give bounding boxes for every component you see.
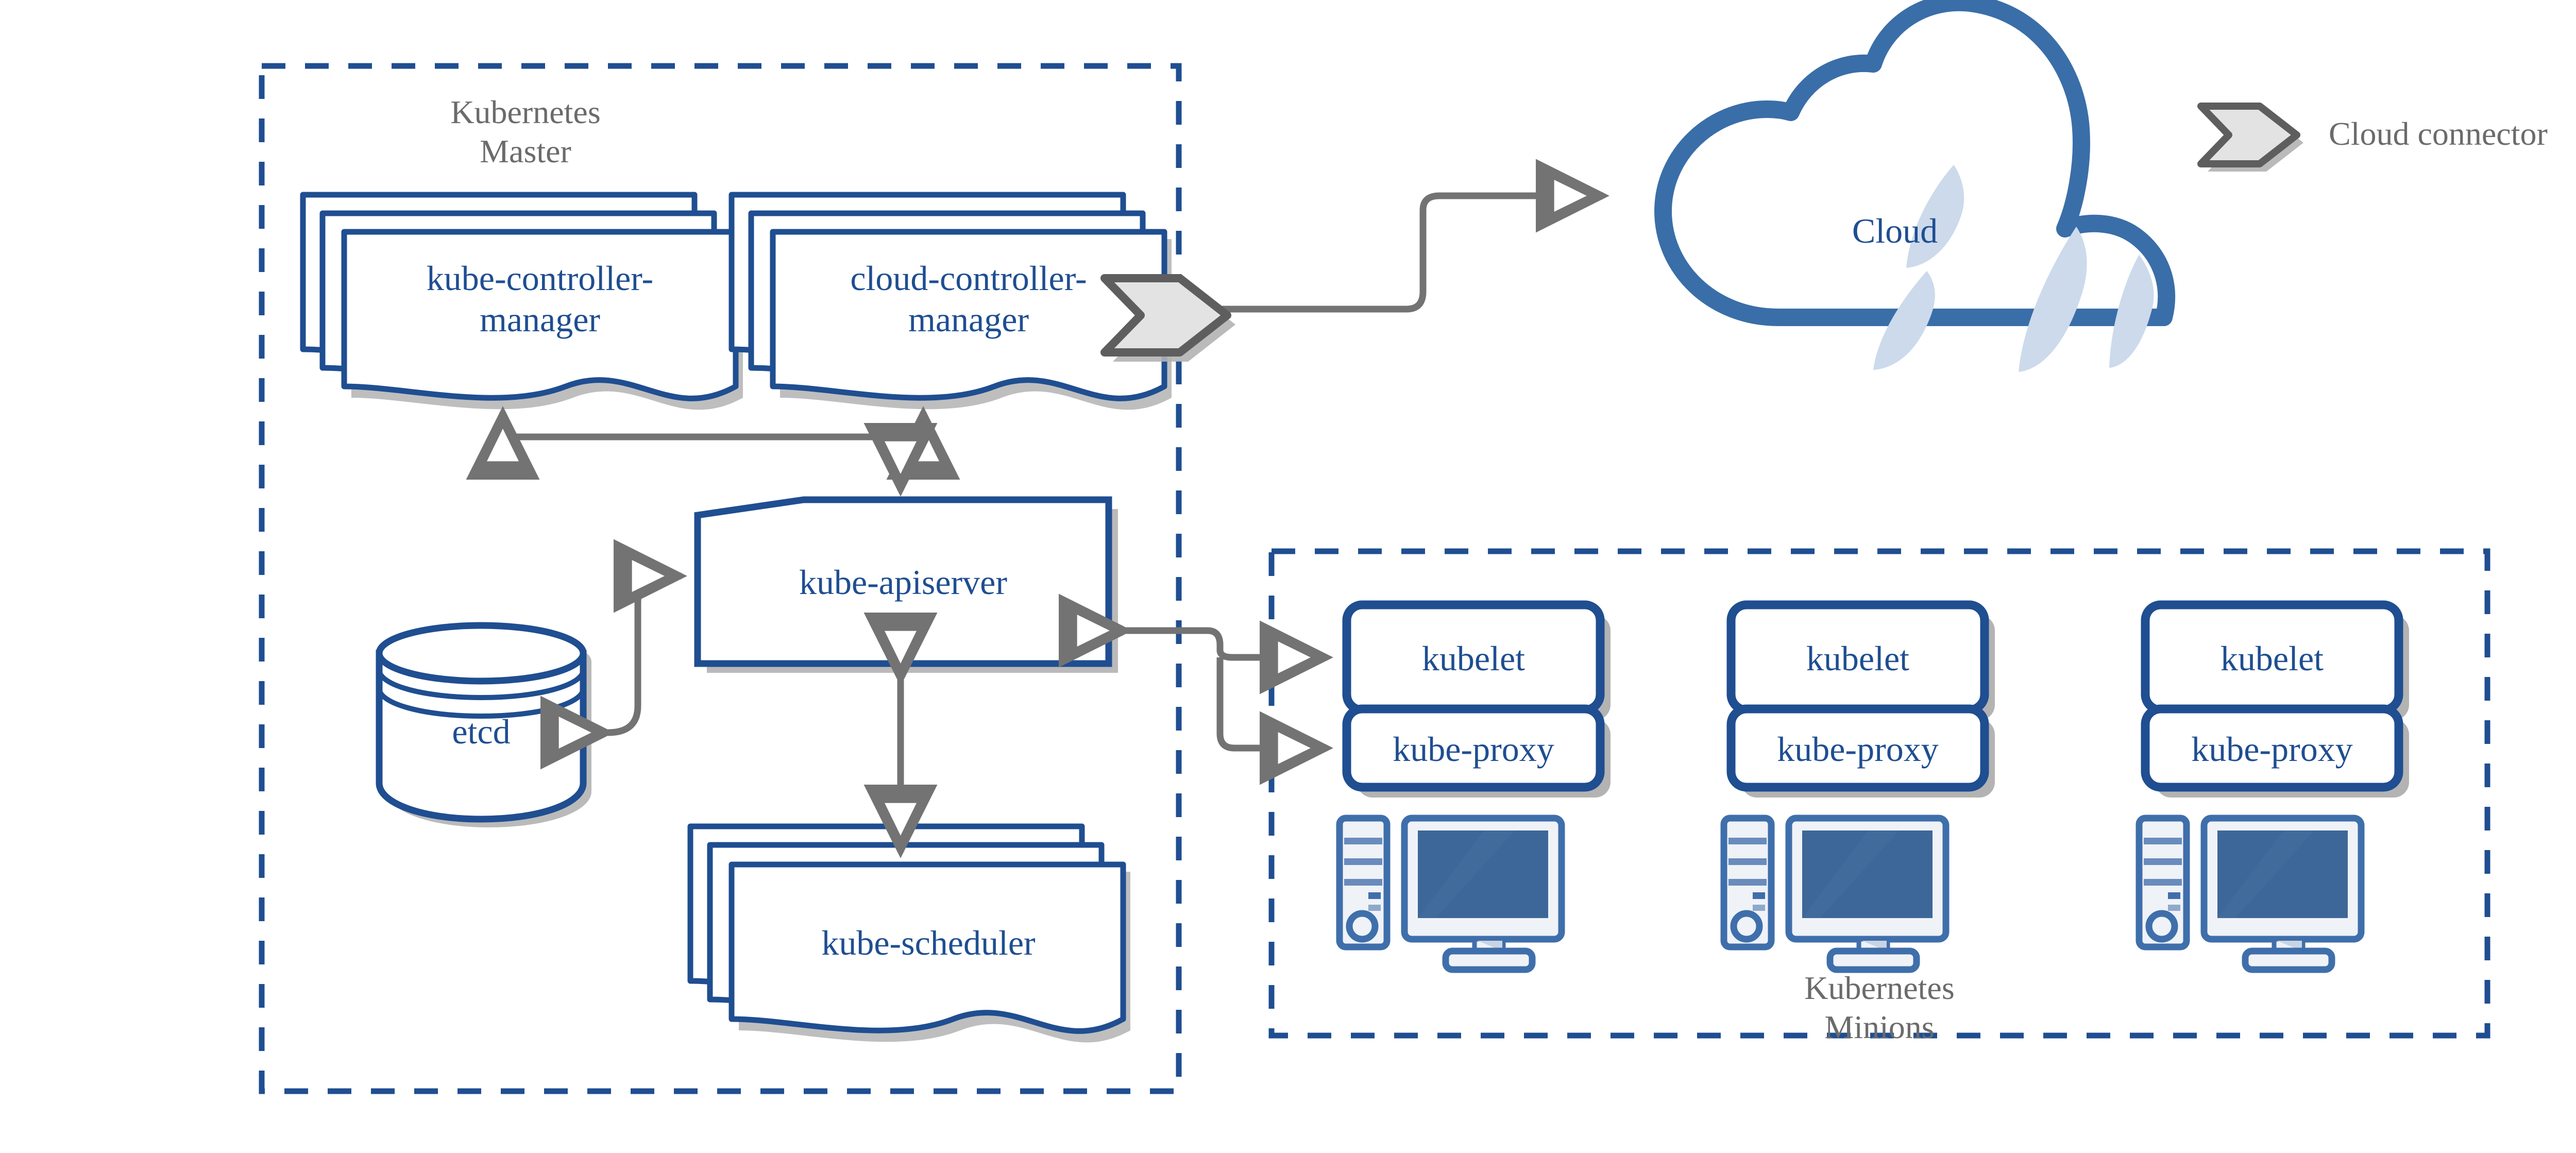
minion-1-boxes: [1342, 600, 1611, 798]
node-label-cloud[interactable]: Cloud: [1852, 211, 1938, 250]
group-label-minions: Kubernetes Minions: [1804, 970, 1955, 1045]
minion-2-computer-icon: [1724, 818, 1946, 970]
node-kube-controller-manager-stack: [303, 195, 743, 410]
minion-2-boxes: [1726, 600, 1995, 798]
group-label-master: Kubernetes Master: [450, 94, 601, 169]
node-label-kube-controller-manager[interactable]: kube-controller- manager: [426, 259, 654, 340]
group-box-master: [259, 63, 1182, 1094]
minion-2-kubelet-label[interactable]: kubelet: [1806, 639, 1910, 678]
conn-apiserver-to-kubelet: [1058, 594, 1333, 694]
node-label-cloud-controller-manager[interactable]: cloud-controller- manager: [850, 259, 1087, 340]
conn-apiserver-to-kubeproxy: [1216, 657, 1333, 785]
minion-1-kubelet-label[interactable]: kubelet: [1421, 639, 1526, 678]
legend-label-cloud-connector: Cloud connector: [2329, 115, 2548, 152]
cloud-shape: [1654, 0, 2176, 372]
node-label-kube-scheduler[interactable]: kube-scheduler: [821, 923, 1036, 962]
group-box-minions: [1268, 548, 2490, 1039]
minion-1-kube-proxy-label[interactable]: kube-proxy: [1393, 730, 1554, 769]
conn-etcd-apiserver: [540, 539, 687, 770]
node-kube-apiserver: [694, 496, 1118, 673]
minion-3-kubelet-label[interactable]: kubelet: [2220, 639, 2324, 678]
conn-kcm-to-apiserver: [466, 406, 904, 480]
cloud-connector-chevron-inline: [1100, 274, 1235, 362]
conn-ccm-to-apiserver: [886, 406, 960, 480]
node-label-kube-apiserver[interactable]: kube-apiserver: [799, 563, 1007, 602]
minion-3-kube-proxy-label[interactable]: kube-proxy: [2191, 730, 2353, 769]
node-kube-scheduler-stack: [690, 826, 1130, 1043]
minion-3-boxes: [2141, 600, 2409, 798]
minion-2-kube-proxy-label[interactable]: kube-proxy: [1777, 730, 1939, 769]
node-label-etcd[interactable]: etcd: [452, 712, 511, 751]
node-cloud-controller-manager-stack: [732, 195, 1172, 410]
minion-3-computer-icon: [2139, 818, 2361, 970]
conn-connector-to-cloud: [1165, 159, 1609, 313]
cloud-connector-chevron-legend: [2197, 103, 2303, 172]
minion-1-computer-icon: [1340, 818, 1562, 970]
